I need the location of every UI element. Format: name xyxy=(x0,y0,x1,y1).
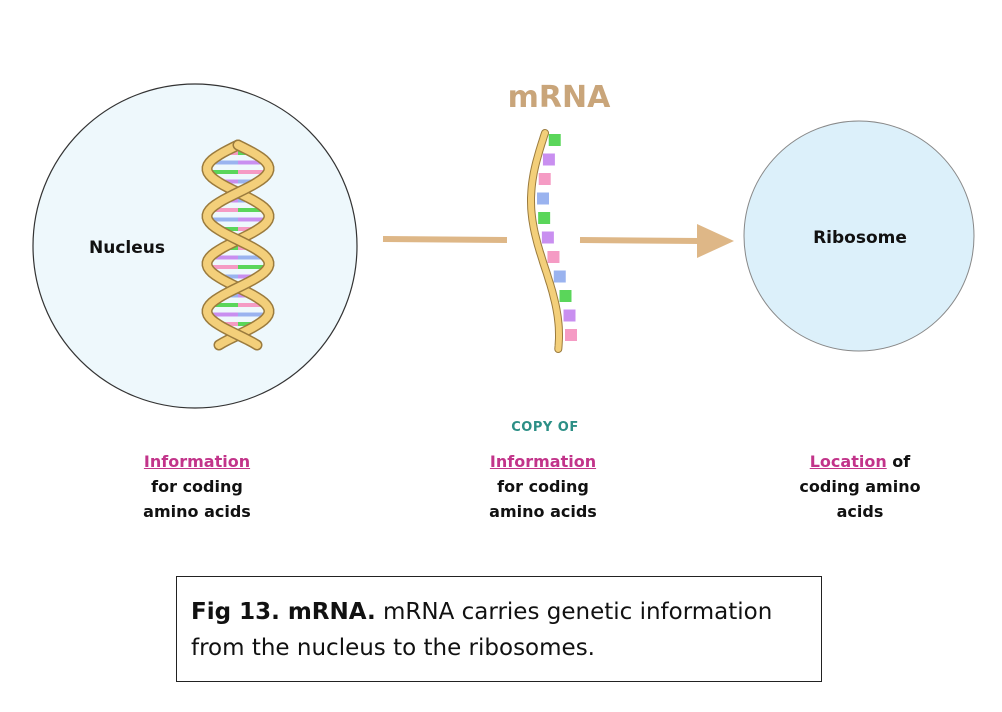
ribosome-info-rest: of xyxy=(886,452,911,471)
dna-helix-icon xyxy=(201,139,275,351)
mrna-base xyxy=(563,309,576,322)
mrna-base xyxy=(541,231,554,244)
mrna-base xyxy=(547,251,560,263)
caption-text: mRNA carries genetic information from th… xyxy=(191,599,773,661)
mrna-info-line1: for coding xyxy=(497,477,589,496)
ribosome-label: Ribosome xyxy=(813,228,907,248)
nucleus-info-label: Information for coding amino acids xyxy=(100,449,294,524)
nucleus-info-line2: amino acids xyxy=(143,502,251,521)
ribosome-info-line1: coding amino xyxy=(799,477,921,496)
nucleus-circle xyxy=(32,83,358,409)
mrna-strand-icon xyxy=(527,129,577,353)
ribosome-info-line2: acids xyxy=(836,502,884,521)
figure-caption: Fig 13. mRNA. mRNA carries genetic infor… xyxy=(176,576,822,682)
ribosome-circle xyxy=(743,120,975,352)
caption-bold: Fig 13. mRNA. xyxy=(191,599,376,625)
arrow-shaft-left xyxy=(382,236,508,243)
dna-strand-b-fill xyxy=(203,141,273,349)
mrna-info-highlight: Information xyxy=(489,452,597,471)
nucleus-info-highlight: Information xyxy=(143,452,251,471)
arrow-shaft-right xyxy=(579,237,701,244)
mrna-base xyxy=(559,290,572,302)
mrna-backbone xyxy=(528,130,562,352)
mrna-base xyxy=(564,329,577,341)
mrna-base xyxy=(553,270,566,283)
mrna-base xyxy=(537,192,550,205)
ribosome-info-highlight: Location xyxy=(809,452,887,471)
mrna-base xyxy=(538,212,551,224)
mrna-diagram: Nucleus mRNA Ribosome xyxy=(32,80,975,409)
arrow-head-icon xyxy=(697,224,734,258)
mrna-base xyxy=(548,134,561,146)
ribosome-info-label: Location of coding amino acids xyxy=(762,449,958,524)
dna-strand-a-fill xyxy=(203,141,273,349)
mrna-base xyxy=(538,173,551,185)
mrna-info-label: Information for coding amino acids xyxy=(446,449,640,524)
copy-of-label: COPY OF xyxy=(511,420,579,435)
nucleus-label: Nucleus xyxy=(89,238,165,258)
nucleus-info-line1: for coding xyxy=(151,477,243,496)
mrna-title: mRNA xyxy=(508,80,611,115)
mrna-info-line2: amino acids xyxy=(489,502,597,521)
mrna-base xyxy=(542,153,555,166)
